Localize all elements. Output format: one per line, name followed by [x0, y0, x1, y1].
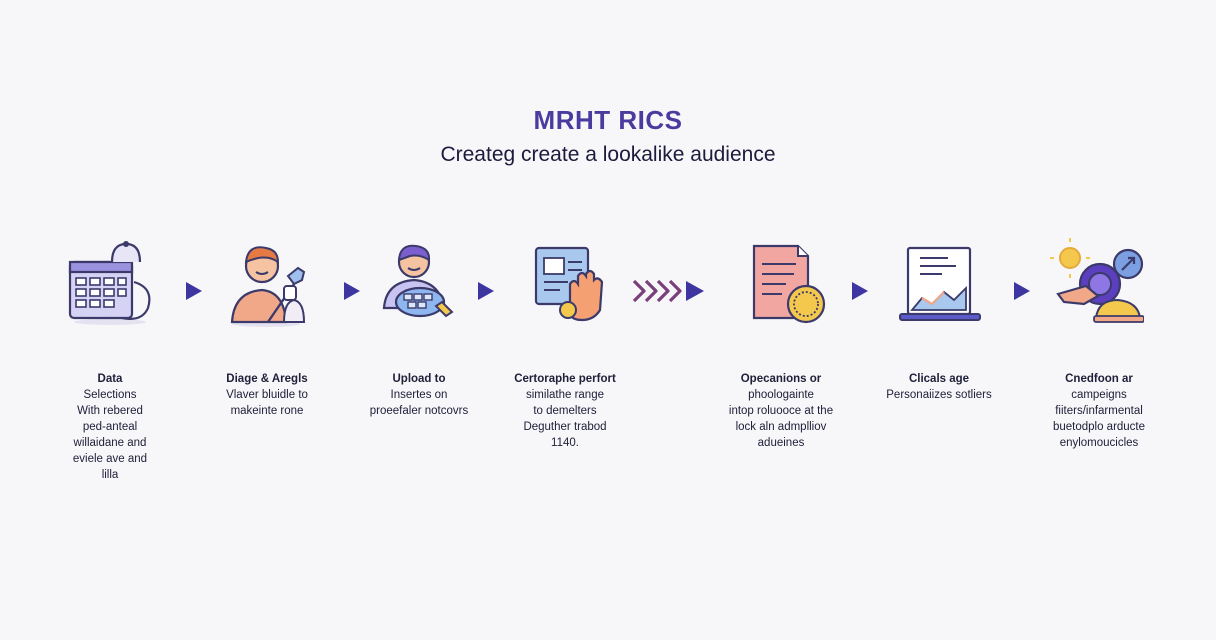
- step-heading: Opecanions or: [740, 373, 822, 385]
- step-line: Vlaver bluidle to: [226, 389, 308, 401]
- step-heading: Diage & Aregls: [226, 373, 308, 385]
- step-line: buetodplo arducte: [1052, 421, 1146, 433]
- step-line: phoologainte: [748, 389, 814, 401]
- step-4-text: Certoraphe perfort similathe range to de…: [490, 371, 640, 451]
- step-line: Deguther trabod: [523, 421, 607, 433]
- target-hand-icon: [1048, 236, 1144, 332]
- step-line: adueines: [757, 437, 805, 449]
- step-heading: Data: [97, 373, 123, 385]
- step-line: ped-anteal: [82, 421, 138, 433]
- person-upload-icon: [374, 236, 470, 332]
- step-line: makeinte rone: [230, 405, 304, 417]
- step-line: Personaiizes sotliers: [886, 389, 992, 401]
- step-heading: Clicals age: [908, 373, 970, 385]
- flow-arrow-2: [342, 280, 362, 302]
- flow-arrow-5: [850, 280, 870, 302]
- step-line: similathe range: [526, 389, 604, 401]
- diagram-title: Createg create a lookalike audience: [440, 143, 776, 166]
- document-hand-icon: [528, 236, 624, 332]
- step-line: to demelters: [533, 405, 597, 417]
- diagram-header: MRHT RICS Createg create a lookalike aud…: [0, 104, 1216, 168]
- report-coin-icon: [746, 236, 842, 332]
- step-1-text: Data Selections With rebered ped-anteal …: [35, 371, 185, 483]
- step-line: fiiters/infarmental: [1055, 405, 1143, 417]
- step-line: proeefaler notcovrs: [369, 405, 469, 417]
- flow-arrow-6: [1012, 280, 1032, 302]
- step-line: Insertes on: [390, 389, 448, 401]
- calendar-data-icon: [62, 236, 158, 332]
- brand-title: MRHT RICS: [533, 105, 683, 135]
- step-6-text: Clicals age Personaiizes sotliers: [864, 371, 1014, 403]
- step-line: With rebered: [77, 405, 143, 417]
- step-line: lilla: [101, 469, 119, 481]
- step-heading: Upload to: [392, 373, 446, 385]
- step-line: Selections: [83, 389, 137, 401]
- flow-arrow-1: [184, 280, 204, 302]
- step-line: willaidane and: [73, 437, 147, 449]
- laptop-chart-icon: [892, 236, 988, 332]
- step-2-text: Diage & Aregls Vlaver bluidle to makeint…: [192, 371, 342, 419]
- flow-chevrons: [630, 276, 710, 306]
- step-line: enylomoucicles: [1059, 437, 1139, 449]
- person-analyst-icon: [218, 236, 314, 332]
- step-line: eviele ave and: [72, 453, 148, 465]
- flow-arrow-3: [476, 280, 496, 302]
- step-line: intop roluooce at the: [728, 405, 834, 417]
- step-heading: Certoraphe perfort: [514, 373, 616, 385]
- step-heading: Cnedfoon ar: [1065, 373, 1133, 385]
- step-line: 1140.: [551, 437, 579, 449]
- step-line: campeigns: [1071, 389, 1127, 401]
- step-line: lock aln admplliov: [735, 421, 827, 433]
- step-3-text: Upload to Insertes on proeefaler notcovr…: [344, 371, 494, 419]
- step-7-text: Cnedfoon ar campeigns fiiters/infarmenta…: [1024, 371, 1174, 451]
- step-5-text: Opecanions or phoologainte intop roluooc…: [706, 371, 856, 451]
